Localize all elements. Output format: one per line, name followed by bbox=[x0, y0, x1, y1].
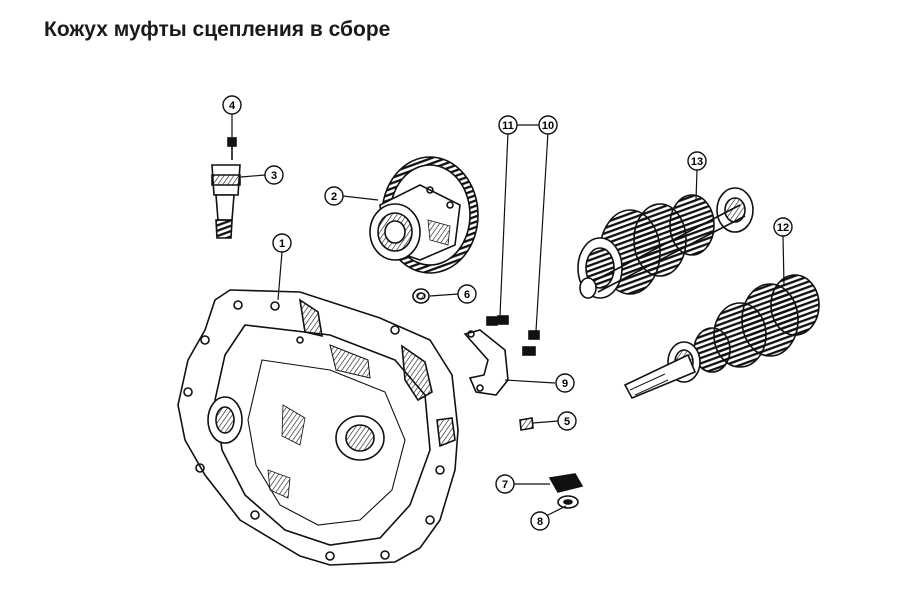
callout-12: 12 bbox=[773, 217, 793, 237]
callout-9: 9 bbox=[555, 373, 575, 393]
callout-4-label: 4 bbox=[229, 100, 236, 112]
callout-5: 5 bbox=[557, 411, 577, 431]
output-shaft-part bbox=[577, 187, 754, 299]
callout-4: 4 bbox=[222, 95, 242, 115]
callout-5-label: 5 bbox=[564, 416, 570, 428]
callout-12-label: 12 bbox=[777, 222, 789, 234]
callout-9-label: 9 bbox=[562, 378, 568, 390]
callout-markers: 4 3 2 1 6 11 1 bbox=[222, 95, 793, 531]
callout-11-label: 11 bbox=[502, 120, 514, 132]
clip-8-part bbox=[557, 495, 579, 509]
bracket-7-part bbox=[548, 473, 584, 493]
speedometer-drive-part bbox=[211, 164, 241, 239]
input-shaft-part bbox=[623, 274, 820, 400]
callout-13-label: 13 bbox=[691, 156, 703, 168]
bolt-10-part bbox=[522, 330, 540, 356]
plug-6-part bbox=[412, 288, 430, 304]
leader-lines bbox=[231, 114, 785, 517]
callout-2-label: 2 bbox=[331, 191, 337, 203]
callout-13: 13 bbox=[687, 151, 707, 171]
bolt-4-part bbox=[227, 137, 237, 160]
callout-8-label: 8 bbox=[537, 516, 543, 528]
callout-10-label: 10 bbox=[542, 120, 554, 132]
callout-1-label: 1 bbox=[279, 238, 285, 250]
plug-5-part bbox=[519, 417, 534, 431]
callout-8: 8 bbox=[530, 511, 550, 531]
clutch-housing-part bbox=[177, 289, 459, 566]
callout-6-label: 6 bbox=[464, 289, 470, 301]
oil-guide-plate-part bbox=[463, 329, 509, 396]
page-title: Кожух муфты сцепления в сборе bbox=[44, 18, 391, 41]
callout-7-label: 7 bbox=[502, 479, 508, 491]
callout-3-label: 3 bbox=[271, 170, 277, 182]
callout-3: 3 bbox=[264, 165, 284, 185]
callout-2: 2 bbox=[324, 186, 344, 206]
callout-10: 10 bbox=[538, 115, 558, 135]
callout-1: 1 bbox=[272, 233, 292, 253]
differential-part bbox=[369, 156, 479, 274]
bolt-11-part bbox=[486, 315, 509, 326]
callout-6: 6 bbox=[457, 284, 477, 304]
callout-11: 11 bbox=[498, 115, 518, 135]
callout-7: 7 bbox=[495, 474, 515, 494]
